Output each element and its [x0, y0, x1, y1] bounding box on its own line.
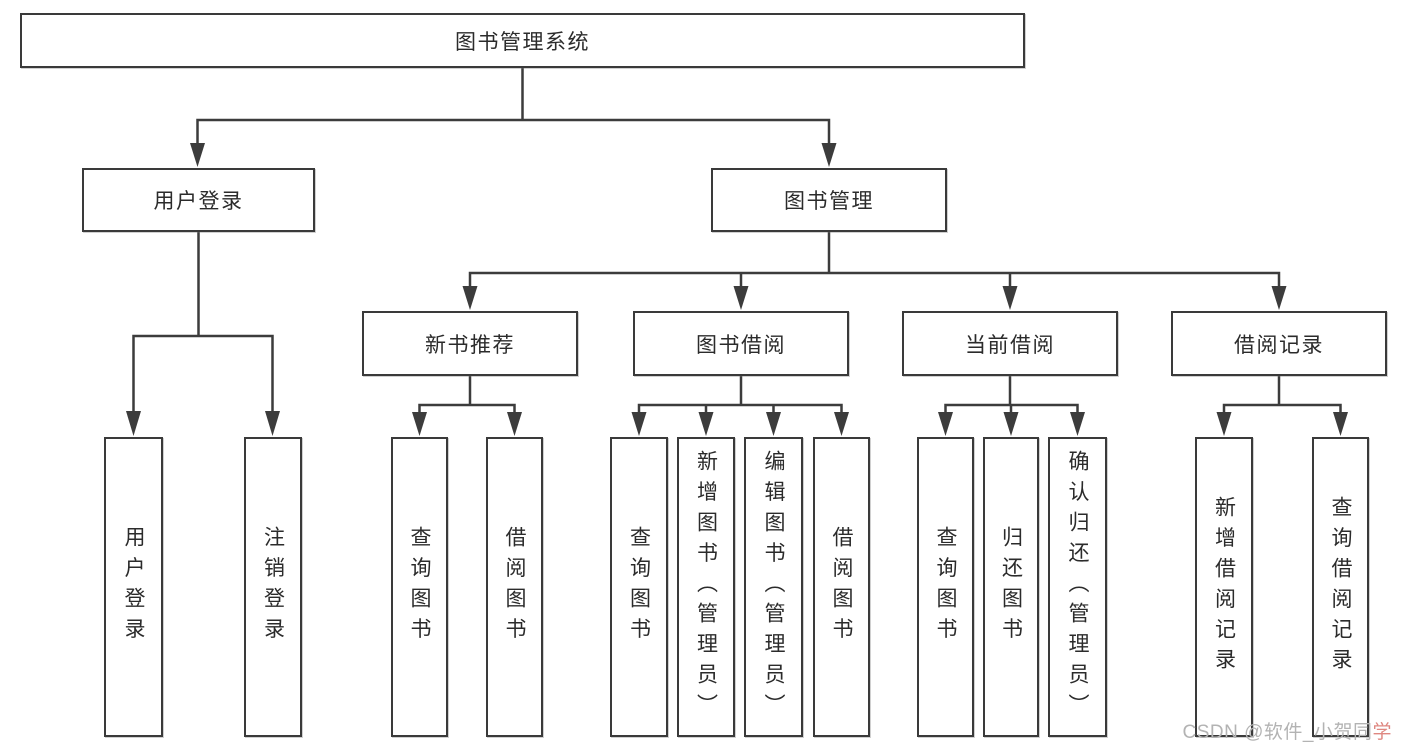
node-new-book-recommend: 新书推荐 — [362, 311, 578, 376]
arrow-down-icon — [1070, 412, 1085, 436]
arrow-down-icon — [938, 412, 953, 436]
node-label: 当前借阅 — [965, 333, 1055, 357]
leaf-label: 查询图书 — [934, 526, 957, 648]
leaf-label: 确认归还（管理员） — [1066, 449, 1089, 725]
leaf-label: 查询借阅记录 — [1329, 495, 1352, 679]
node-label: 新书推荐 — [425, 333, 515, 357]
arrow-down-icon — [412, 412, 427, 436]
leaf-query-borrow-record: 查询借阅记录 — [1312, 437, 1369, 737]
leaf-user-login: 用户登录 — [104, 437, 163, 737]
arrow-down-icon — [631, 412, 647, 436]
leaf-label: 用户登录 — [122, 526, 145, 648]
leaf-label: 编辑图书（管理员） — [762, 449, 785, 725]
leaf-label: 新增图书（管理员） — [694, 449, 718, 725]
leaf-label: 查询图书 — [408, 526, 431, 648]
leaf-borrow-books: 借阅图书 — [813, 437, 870, 737]
arrow-down-icon — [126, 411, 141, 436]
node-library-system: 图书管理系统 — [20, 13, 1025, 68]
leaf-edit-book-admin: 编辑图书（管理员） — [744, 437, 803, 737]
leaf-label: 借阅图书 — [830, 526, 853, 648]
leaf-add-book-admin: 新增图书（管理员） — [677, 437, 735, 737]
arrow-down-icon — [1003, 412, 1019, 436]
arrow-down-icon — [1216, 412, 1232, 436]
watermark-text: CSDN @软件_小贺同 — [1182, 722, 1373, 743]
node-book-borrow: 图书借阅 — [633, 311, 849, 376]
arrow-down-icon — [462, 286, 478, 310]
leaf-add-borrow-record: 新增借阅记录 — [1195, 437, 1253, 737]
arrow-down-icon — [265, 411, 280, 436]
node-label: 图书借阅 — [696, 333, 786, 357]
node-user-login: 用户登录 — [82, 168, 315, 232]
arrow-down-icon — [507, 412, 522, 436]
node-borrow-records: 借阅记录 — [1171, 311, 1387, 376]
arrow-down-icon — [190, 143, 205, 167]
leaf-query-books-borrow: 查询图书 — [610, 437, 668, 737]
arrow-down-icon — [1002, 286, 1018, 310]
leaf-query-books-current: 查询图书 — [917, 437, 974, 737]
node-label: 图书管理 — [784, 190, 874, 213]
leaf-label: 借阅图书 — [503, 526, 526, 648]
node-book-management: 图书管理 — [711, 168, 947, 232]
leaf-label: 归还图书 — [999, 526, 1023, 648]
arrow-down-icon — [766, 412, 781, 436]
leaf-label: 查询图书 — [627, 526, 651, 648]
node-label: 借阅记录 — [1234, 333, 1324, 357]
leaf-logout: 注销登录 — [244, 437, 302, 737]
watermark-accent: 学 — [1372, 722, 1392, 743]
leaf-confirm-return-admin: 确认归还（管理员） — [1048, 437, 1107, 737]
node-label: 图书管理系统 — [455, 30, 590, 54]
csdn-watermark: CSDN @软件_小贺同学 — [1183, 717, 1393, 744]
arrow-down-icon — [1333, 412, 1348, 436]
leaf-return-book: 归还图书 — [983, 437, 1039, 737]
leaf-label: 新增借阅记录 — [1212, 495, 1236, 679]
arrowheads — [126, 143, 1348, 436]
leaf-borrow-books-recommend: 借阅图书 — [486, 437, 543, 737]
leaf-query-books-recommend: 查询图书 — [391, 437, 448, 737]
arrow-down-icon — [1271, 286, 1287, 310]
leaf-label: 注销登录 — [261, 526, 285, 648]
arrow-down-icon — [834, 412, 849, 436]
arrow-down-icon — [698, 412, 714, 436]
tree-edges — [132, 68, 1342, 415]
node-current-borrow: 当前借阅 — [902, 311, 1118, 376]
arrow-down-icon — [821, 143, 837, 167]
arrow-down-icon — [733, 286, 749, 310]
node-label: 用户登录 — [153, 190, 244, 213]
